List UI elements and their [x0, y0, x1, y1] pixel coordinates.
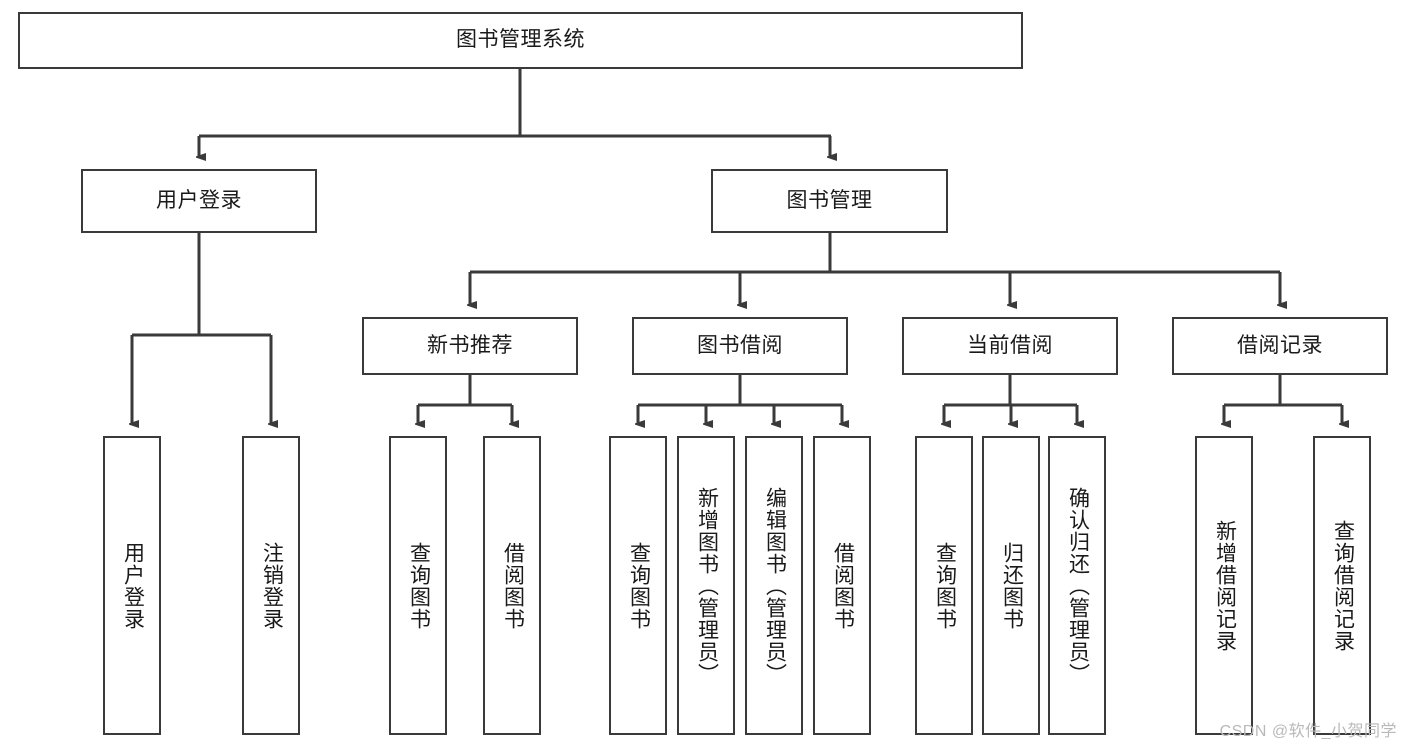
node-book-management-label: 图书管理 [786, 188, 873, 212]
leaf-user-login[interactable]: 用户登录 [103, 436, 161, 735]
node-user-login-label: 用户登录 [156, 188, 242, 212]
node-root-label: 图书管理系统 [456, 28, 585, 52]
watermark: CSDN @软件_小贺同学 [1219, 723, 1397, 740]
leaf-add-borrow-record-label: 新增借阅记录 [1213, 519, 1237, 652]
leaf-logout[interactable]: 注销登录 [242, 436, 300, 735]
node-borrow-record-label: 借阅记录 [1237, 333, 1323, 357]
node-new-book-recommend-label: 新书推荐 [427, 333, 513, 357]
leaf-query-book-current[interactable]: 查询图书 [915, 436, 973, 735]
node-book-borrow[interactable]: 图书借阅 [632, 317, 848, 375]
leaf-query-borrow-record[interactable]: 查询借阅记录 [1313, 436, 1371, 735]
leaf-borrow-book[interactable]: 借阅图书 [813, 436, 871, 735]
leaf-add-book-label: 新增图书（管理员） [695, 486, 719, 685]
leaf-query-book-recommend[interactable]: 查询图书 [389, 436, 447, 735]
node-book-management[interactable]: 图书管理 [711, 169, 948, 233]
node-borrow-record[interactable]: 借阅记录 [1172, 317, 1388, 375]
leaf-query-borrow-record-label: 查询借阅记录 [1331, 519, 1355, 652]
leaf-confirm-return-label: 确认归还（管理员） [1066, 486, 1090, 685]
node-new-book-recommend[interactable]: 新书推荐 [362, 317, 578, 375]
leaf-query-book-recommend-label: 查询图书 [407, 541, 431, 630]
node-root[interactable]: 图书管理系统 [18, 12, 1023, 69]
leaf-borrow-book-recommend[interactable]: 借阅图书 [483, 436, 541, 735]
leaf-return-book[interactable]: 归还图书 [982, 436, 1040, 735]
leaf-query-book-borrow-label: 查询图书 [627, 541, 651, 630]
leaf-borrow-book-recommend-label: 借阅图书 [501, 541, 525, 630]
leaf-add-book[interactable]: 新增图书（管理员） [677, 436, 735, 735]
node-user-login[interactable]: 用户登录 [81, 169, 317, 233]
leaf-add-borrow-record[interactable]: 新增借阅记录 [1195, 436, 1253, 735]
leaf-confirm-return[interactable]: 确认归还（管理员） [1048, 436, 1106, 735]
leaf-edit-book-label: 编辑图书（管理员） [763, 486, 787, 685]
leaf-return-book-label: 归还图书 [1000, 541, 1024, 630]
leaf-logout-label: 注销登录 [260, 541, 284, 630]
node-current-borrow-label: 当前借阅 [967, 333, 1053, 357]
node-book-borrow-label: 图书借阅 [697, 333, 783, 357]
leaf-user-login-label: 用户登录 [121, 541, 145, 630]
leaf-borrow-book-label: 借阅图书 [831, 541, 855, 630]
leaf-query-book-borrow[interactable]: 查询图书 [609, 436, 667, 735]
leaf-query-book-current-label: 查询图书 [933, 541, 957, 630]
leaf-edit-book[interactable]: 编辑图书（管理员） [745, 436, 803, 735]
node-current-borrow[interactable]: 当前借阅 [902, 317, 1118, 375]
